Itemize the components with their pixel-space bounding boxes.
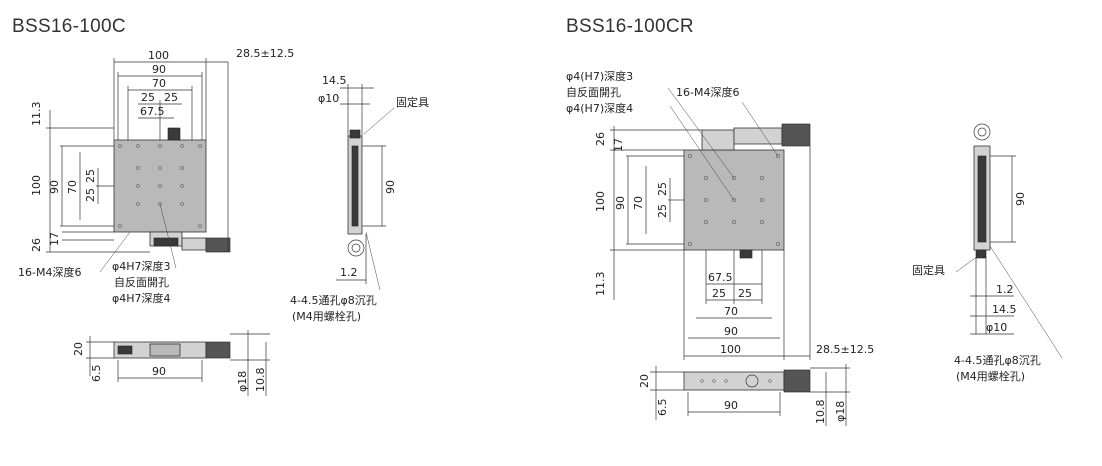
front-knob [205, 341, 231, 359]
left-front-view: 20 6.5 90 φ18 10.8 [72, 330, 270, 396]
dim-70: 70 [152, 77, 166, 90]
front-dim-20: 20 [72, 342, 85, 356]
front-dim-90: 90 [152, 365, 166, 378]
right-top-view: φ4(H7)深度3 自反面開孔 φ4(H7)深度4 16-M4深度6 26 17… [566, 69, 874, 360]
left-model-title: BSS16-100C [12, 16, 126, 37]
v-25b: 25 [84, 188, 97, 202]
r-dim-70: 70 [724, 305, 738, 318]
right-side-view: 90 固定具 1.2 14.5 φ10 4-4.5通孔φ8沉孔 (M4用螺栓孔) [912, 123, 1063, 383]
dim-100: 100 [148, 49, 169, 62]
r-dim-25b: 25 [738, 287, 752, 300]
r-v-17: 17 [612, 138, 625, 152]
r-v-25a: 25 [656, 182, 669, 196]
r-knob-end [973, 123, 991, 141]
side-callout-holes: 4-4.5通孔φ8沉孔 [290, 294, 377, 307]
side-dim-14-5: 14.5 [322, 74, 347, 87]
r-callout-reverse: 自反面開孔 [566, 86, 621, 99]
dim-travel: 28.5±12.5 [236, 47, 294, 60]
r-side-label-fixture: 固定具 [912, 263, 945, 277]
stage-plate [113, 139, 207, 233]
r-side-dim-90: 90 [1014, 192, 1027, 206]
callout-reverse: 自反面開孔 [114, 276, 169, 289]
v-11-3: 11.3 [30, 102, 43, 127]
callout-h7-3: φ4H7深度3 [112, 259, 171, 273]
dim-67-5: 67.5 [140, 105, 165, 118]
r-v-25b: 25 [656, 204, 669, 218]
r-dim-100: 100 [720, 343, 741, 356]
v-25a: 25 [84, 169, 97, 183]
micrometer-body [181, 237, 207, 251]
right-model-title: BSS16-100CR [566, 16, 694, 37]
left-top-view: 100 90 70 25 25 67.5 28.5±12.5 11.3 100 … [18, 47, 294, 305]
guide-block [167, 127, 181, 141]
r-front-knob [783, 369, 811, 393]
right-front-view: 20 6.5 90 10.8 φ18 [638, 364, 850, 426]
r-upper-block [701, 129, 735, 151]
r-front-body [683, 371, 785, 391]
side-callout-m4: (M4用螺栓孔) [292, 309, 361, 323]
r-micrometer-knob [781, 123, 811, 147]
knob-end [347, 239, 365, 257]
callout-h7-4: φ4H7深度4 [112, 291, 171, 305]
r-callout-h7-3: φ4(H7)深度3 [566, 69, 633, 83]
r-front-dim-6-5: 6.5 [656, 399, 669, 417]
r-dim-90: 90 [724, 325, 738, 338]
r-front-dim-phi18: φ18 [834, 401, 847, 422]
r-dim-travel: 28.5±12.5 [816, 343, 874, 356]
r-dim-25a: 25 [712, 287, 726, 300]
front-dim-6-5: 6.5 [90, 365, 103, 383]
r-dim-67-5: 67.5 [708, 271, 733, 284]
r-front-dim-10-8: 10.8 [814, 400, 827, 425]
r-v-11-3: 11.3 [594, 272, 607, 297]
side-label-fixture: 固定具 [396, 95, 429, 109]
lower-block-inner [153, 237, 179, 247]
dim-25a: 25 [141, 91, 155, 104]
side-dim-1-2: 1.2 [340, 266, 358, 279]
v-100: 100 [30, 175, 43, 196]
front-dim-phi18: φ18 [236, 371, 249, 392]
r-front-dim-90: 90 [724, 399, 738, 412]
front-dim-10-8: 10.8 [254, 368, 267, 393]
side-dim-phi10: φ10 [318, 92, 339, 105]
r-v-26: 26 [594, 132, 607, 146]
r-side-rail [977, 155, 987, 243]
r-callout-h7-4: φ4(H7)深度4 [566, 101, 633, 115]
left-side-view: 14.5 φ10 90 固定具 1.2 4-4.5通孔φ8沉孔 (M4用螺栓孔) [290, 74, 429, 323]
side-rail [351, 145, 359, 227]
dim-90: 90 [152, 63, 166, 76]
r-hole-pattern [687, 153, 781, 247]
v-90: 90 [48, 180, 61, 194]
r-side-dim-14-5: 14.5 [992, 303, 1017, 316]
v-70: 70 [66, 180, 79, 194]
r-side-callout-m4: (M4用螺栓孔) [956, 369, 1025, 383]
r-v-90: 90 [614, 196, 627, 210]
r-v-70: 70 [632, 196, 645, 210]
r-side-dim-1-2: 1.2 [996, 283, 1014, 296]
r-side-dim-phi10: φ10 [986, 321, 1007, 334]
r-micrometer-body [733, 127, 783, 145]
r-side-callout-holes: 4-4.5通孔φ8沉孔 [954, 354, 1041, 367]
micrometer-knob [205, 237, 231, 253]
side-dim-90: 90 [384, 180, 397, 194]
callout-m4: 16-M4深度6 [18, 265, 81, 279]
v-26: 26 [30, 238, 43, 252]
r-front-dim-20: 20 [638, 374, 651, 388]
r-callout-m4: 16-M4深度6 [676, 85, 739, 99]
dim-25b: 25 [164, 91, 178, 104]
side-clamp [349, 129, 361, 139]
v-17: 17 [48, 232, 61, 246]
r-v-100: 100 [594, 191, 607, 212]
hole-pattern [118, 144, 202, 228]
